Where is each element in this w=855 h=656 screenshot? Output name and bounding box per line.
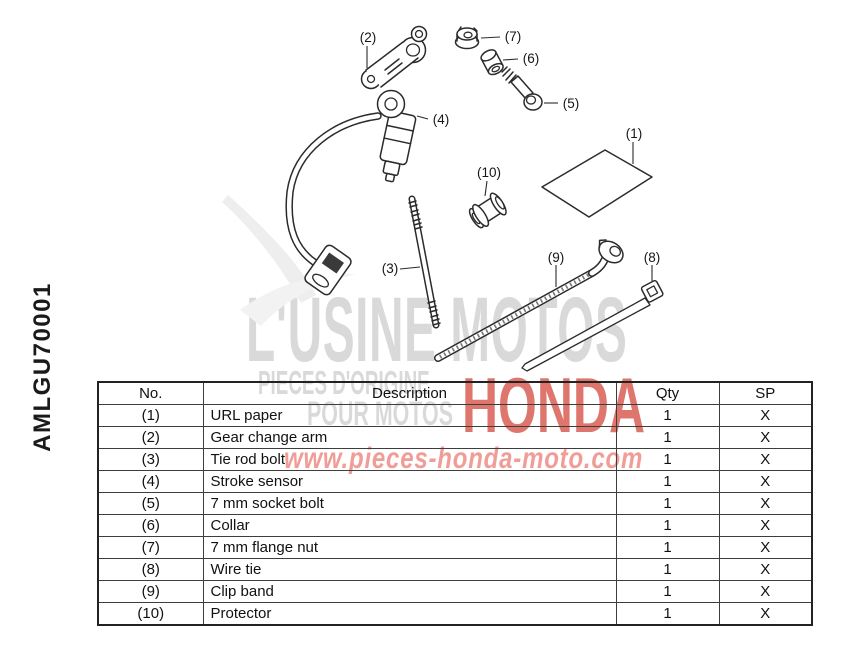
cell-no: (10) <box>97 602 204 626</box>
cell-sp: X <box>718 536 813 559</box>
table-row: (2) Gear change arm 1 X <box>97 426 813 449</box>
part-label: (4) <box>433 112 450 127</box>
part-protector: (10) <box>468 165 507 229</box>
cell-no: (5) <box>97 492 204 515</box>
cell-qty: 1 <box>615 426 720 449</box>
cell-qty: 1 <box>615 602 720 626</box>
parts-table: No. Description Qty SP (1) URL paper 1 X… <box>97 381 813 626</box>
cell-sp: X <box>718 426 813 449</box>
table-row: (5) 7 mm socket bolt 1 X <box>97 492 813 515</box>
table-row: (10) Protector 1 X <box>97 602 813 626</box>
part-label: (10) <box>477 165 501 180</box>
cell-sp: X <box>718 602 813 626</box>
cell-qty: 1 <box>615 514 720 537</box>
cell-no: (2) <box>97 426 204 449</box>
cell-qty: 1 <box>615 536 720 559</box>
column-header-no: No. <box>97 381 204 405</box>
cell-no: (4) <box>97 470 204 493</box>
cell-description: 7 mm flange nut <box>202 536 617 559</box>
part-label: (5) <box>563 96 580 111</box>
cell-sp: X <box>718 404 813 427</box>
part-label: (6) <box>523 51 540 66</box>
cell-no: (1) <box>97 404 204 427</box>
cell-description: URL paper <box>202 404 617 427</box>
cell-description: Protector <box>202 602 617 626</box>
cell-description: 7 mm socket bolt <box>202 492 617 515</box>
column-header-qty: Qty <box>615 381 720 405</box>
cell-no: (8) <box>97 558 204 581</box>
cell-qty: 1 <box>615 580 720 603</box>
part-collar: (6) <box>480 49 540 76</box>
cell-qty: 1 <box>615 492 720 515</box>
part-label: (3) <box>382 261 399 276</box>
cell-qty: 1 <box>615 470 720 493</box>
cell-sp: X <box>718 492 813 515</box>
part-label: (7) <box>505 29 522 44</box>
column-header-sp: SP <box>718 381 813 405</box>
part-wire-tie: (8) <box>521 250 664 372</box>
cell-description: Wire tie <box>202 558 617 581</box>
cell-no: (3) <box>97 448 204 471</box>
part-label: (2) <box>360 30 377 45</box>
cell-description: Stroke sensor <box>202 470 617 493</box>
cell-no: (9) <box>97 580 204 603</box>
table-row: (4) Stroke sensor 1 X <box>97 470 813 493</box>
table-header-row: No. Description Qty SP <box>97 381 813 405</box>
table-row: (7) 7 mm flange nut 1 X <box>97 536 813 559</box>
cell-qty: 1 <box>615 404 720 427</box>
part-flange-nut: (7) <box>454 26 522 50</box>
cell-sp: X <box>718 580 813 603</box>
table-row: (8) Wire tie 1 X <box>97 558 813 581</box>
table-row: (9) Clip band 1 X <box>97 580 813 603</box>
cell-sp: X <box>718 470 813 493</box>
cell-no: (7) <box>97 536 204 559</box>
part-gear-change-arm: (2) <box>360 25 428 90</box>
cell-qty: 1 <box>615 448 720 471</box>
parts-diagram: (2) (7) (6) <box>222 25 664 372</box>
cell-qty: 1 <box>615 558 720 581</box>
cell-description: Clip band <box>202 580 617 603</box>
part-stroke-sensor: (4) <box>285 89 450 296</box>
part-label: (8) <box>644 250 661 265</box>
part-url-paper: (1) <box>541 126 653 218</box>
cell-no: (6) <box>97 514 204 537</box>
part-socket-bolt: (5) <box>501 66 580 111</box>
table-row: (1) URL paper 1 X <box>97 404 813 427</box>
cell-description: Tie rod bolt <box>202 448 617 471</box>
cell-sp: X <box>718 514 813 537</box>
part-label: (9) <box>548 250 565 265</box>
cell-sp: X <box>718 448 813 471</box>
part-tie-rod-bolt: (3) <box>382 195 441 329</box>
table-row: (6) Collar 1 X <box>97 514 813 537</box>
part-clip-band: (9) <box>434 239 624 362</box>
watermark-wing-swoosh <box>222 195 356 326</box>
cell-description: Gear change arm <box>202 426 617 449</box>
cell-description: Collar <box>202 514 617 537</box>
column-header-description: Description <box>202 381 617 405</box>
table-row: (3) Tie rod bolt 1 X <box>97 448 813 471</box>
part-label: (1) <box>626 126 643 141</box>
cell-sp: X <box>718 558 813 581</box>
